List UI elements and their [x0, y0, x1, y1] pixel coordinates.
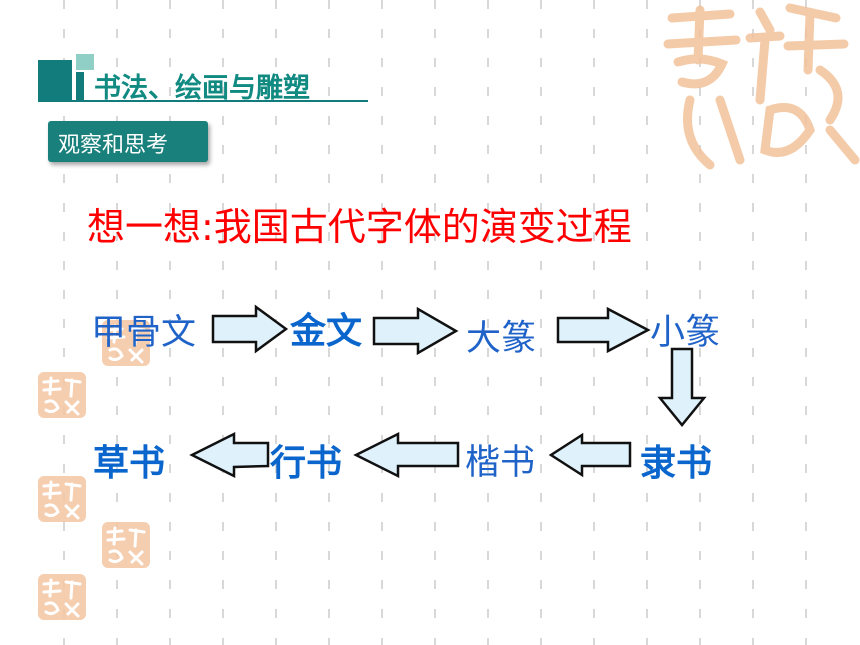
badge-label: 观察和思考	[58, 133, 169, 158]
block-arrow-down-icon	[657, 347, 707, 427]
script-jinwen: 金文	[290, 311, 363, 352]
block-arrow-left-icon	[353, 431, 460, 479]
seal-stamp-large-icon	[663, 3, 860, 170]
header-accent-bar	[76, 72, 84, 102]
seal-stamp-small-icon	[38, 574, 86, 620]
seal-stamp-small-icon	[102, 320, 150, 366]
block-arrow-left-icon	[189, 431, 270, 479]
block-arrow-left-icon	[548, 432, 632, 478]
seal-stamp-small-icon	[102, 522, 150, 568]
script-dazhuan: 大篆	[466, 319, 537, 359]
block-arrow-right-icon	[211, 304, 289, 354]
script-xingshu: 行书	[270, 443, 343, 484]
script-kaishu: 楷书	[465, 443, 536, 483]
script-caoshu: 草书	[93, 443, 166, 484]
block-arrow-right-icon	[372, 306, 459, 356]
observe-think-badge: 观察和思考	[48, 121, 208, 162]
header-accent-square	[76, 54, 94, 70]
script-jiaguwen: 甲骨文	[91, 313, 197, 353]
seal-stamp-small-icon	[38, 372, 86, 418]
section-title: 书法、绘画与雕塑	[94, 73, 310, 104]
block-arrow-right-icon	[556, 306, 651, 354]
question-heading: 想一想:我国古代字体的演变过程	[87, 205, 632, 249]
script-lishu: 隶书	[640, 443, 713, 484]
seal-stamp-small-icon	[38, 476, 86, 522]
script-xiaozhuan: 小篆	[650, 313, 721, 353]
header-underline	[72, 100, 368, 102]
section-header: 书法、绘画与雕塑	[38, 54, 368, 104]
header-accent-block	[38, 60, 72, 102]
